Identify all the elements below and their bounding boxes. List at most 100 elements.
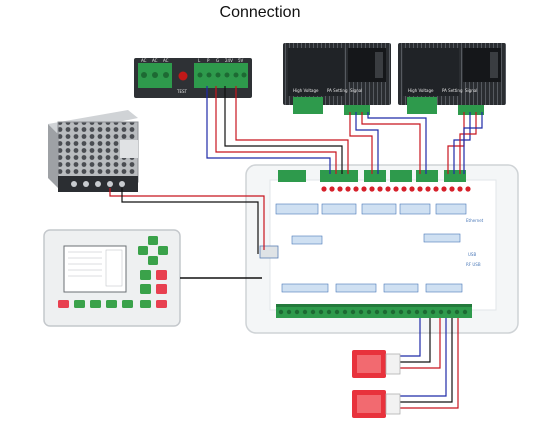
- wire-24v-red: [109, 188, 265, 250]
- wires: [109, 86, 483, 409]
- up-button[interactable]: [148, 236, 158, 245]
- indicator-led: [433, 186, 439, 192]
- wire-ls1-blue: [400, 318, 421, 357]
- ethernet-label: Ethernet: [466, 218, 484, 223]
- terminal-screw: [310, 309, 316, 315]
- usb-label: USB: [468, 252, 476, 257]
- wire-d2-red-2: [459, 112, 477, 174]
- terminal-screw: [286, 309, 292, 315]
- terminal-screw: [302, 309, 308, 315]
- indicator-led: [465, 186, 471, 192]
- terminal-screw: [294, 309, 300, 315]
- top-indicator-leds: [321, 186, 471, 192]
- terminal-screw: [318, 309, 324, 315]
- right-button[interactable]: [158, 246, 168, 255]
- func-button-5[interactable]: [122, 300, 133, 308]
- func-button-2[interactable]: [74, 300, 85, 308]
- panel-nav-buttons[interactable]: [138, 236, 168, 294]
- indicator-led: [377, 186, 383, 192]
- wire-d2-blue-2: [463, 112, 483, 174]
- wire-psu-red-2: [235, 86, 349, 174]
- wire-psu-black: [224, 86, 343, 174]
- indicator-led: [425, 186, 431, 192]
- terminal-screw: [462, 309, 468, 315]
- signal-terminal-screws: [197, 72, 247, 78]
- switching-power-supply: [48, 110, 139, 192]
- wire-d1-blue-1: [355, 112, 379, 174]
- down-button[interactable]: [148, 256, 158, 265]
- driver-2-hv-label: High Voltage: [408, 88, 434, 93]
- z-up-button[interactable]: [140, 270, 151, 280]
- wire-psu-blue-1: [206, 86, 331, 174]
- terminal-screw: [430, 309, 436, 315]
- test-label: TEST: [176, 89, 188, 94]
- wire-ls2-red: [400, 318, 459, 409]
- terminal-screw: [350, 309, 356, 315]
- panel-port: [259, 245, 279, 259]
- limit-switch-2: [352, 390, 401, 418]
- diagram-title: Connection: [219, 4, 301, 21]
- terminal-screw: [382, 309, 388, 315]
- wire-ls2-black: [400, 318, 453, 403]
- indicator-led: [457, 186, 463, 192]
- driver-1-pa-label: PA Setting: [327, 88, 348, 93]
- func-button-1[interactable]: [58, 300, 69, 308]
- indicator-led: [441, 186, 447, 192]
- driver-1-power-terminal: [293, 97, 323, 114]
- silkscreen-labels: [275, 203, 467, 293]
- indicator-led: [393, 186, 399, 192]
- psu-label-5: G: [216, 58, 219, 63]
- wire-ls2-blue: [400, 318, 447, 397]
- terminal-screw: [398, 309, 404, 315]
- indicator-led: [321, 186, 327, 192]
- enter-button[interactable]: [156, 270, 167, 280]
- wire-d1-blue-2: [367, 112, 427, 174]
- func-button-6[interactable]: [140, 300, 151, 308]
- psu-label-0: AC: [141, 58, 147, 63]
- signal-terminal-block: [194, 63, 248, 88]
- psu-label-7: 5V: [238, 58, 244, 63]
- laser-power-supply: AC AC AC L P G 24V 5V TEST: [134, 58, 252, 98]
- terminal-screw: [342, 309, 348, 315]
- bottom-terminal-strip: [276, 304, 472, 318]
- indicator-led: [361, 186, 367, 192]
- func-button-4[interactable]: [106, 300, 117, 308]
- left-button[interactable]: [138, 246, 148, 255]
- lcd-screen: [63, 245, 127, 293]
- psu-label-2: AC: [163, 58, 169, 63]
- stepper-driver-1: High Voltage PA Setting Signal: [283, 43, 391, 115]
- indicator-led: [369, 186, 375, 192]
- wire-d1-red-1: [349, 112, 373, 174]
- psu-label-1: AC: [152, 58, 158, 63]
- terminal-screw: [334, 309, 340, 315]
- z-down-button[interactable]: [140, 284, 151, 294]
- esc-button[interactable]: [156, 284, 167, 294]
- terminal-screw: [446, 309, 452, 315]
- driver-1-hv-label: High Voltage: [293, 88, 319, 93]
- wire-psu-red-1: [215, 86, 337, 174]
- bottom-terminal-screws: [278, 309, 468, 315]
- control-panel: [43, 229, 181, 327]
- indicator-led: [353, 186, 359, 192]
- driver-2-signal-terminal: [458, 105, 484, 115]
- terminal-screw: [366, 309, 372, 315]
- driver-1-signal-label: Signal: [350, 88, 362, 93]
- terminal-screw: [406, 309, 412, 315]
- terminal-screw: [454, 309, 460, 315]
- indicator-led: [329, 186, 335, 192]
- func-button-7[interactable]: [156, 300, 167, 308]
- wire-24v-black: [121, 188, 259, 254]
- ac-terminal-screws: [141, 72, 169, 78]
- stepper-driver-2: High Voltage PA Setting Signal: [398, 43, 506, 115]
- terminal-screw: [422, 309, 428, 315]
- driver-2-signal-label: Signal: [465, 88, 477, 93]
- test-button[interactable]: [178, 71, 188, 81]
- func-button-3[interactable]: [90, 300, 101, 308]
- driver-2-pa-label: PA Setting: [442, 88, 463, 93]
- terminal-screw: [326, 309, 332, 315]
- panel-function-buttons[interactable]: [58, 300, 167, 308]
- terminal-screw: [374, 309, 380, 315]
- terminal-screw: [390, 309, 396, 315]
- rf-usb-label: RF USB: [466, 262, 481, 267]
